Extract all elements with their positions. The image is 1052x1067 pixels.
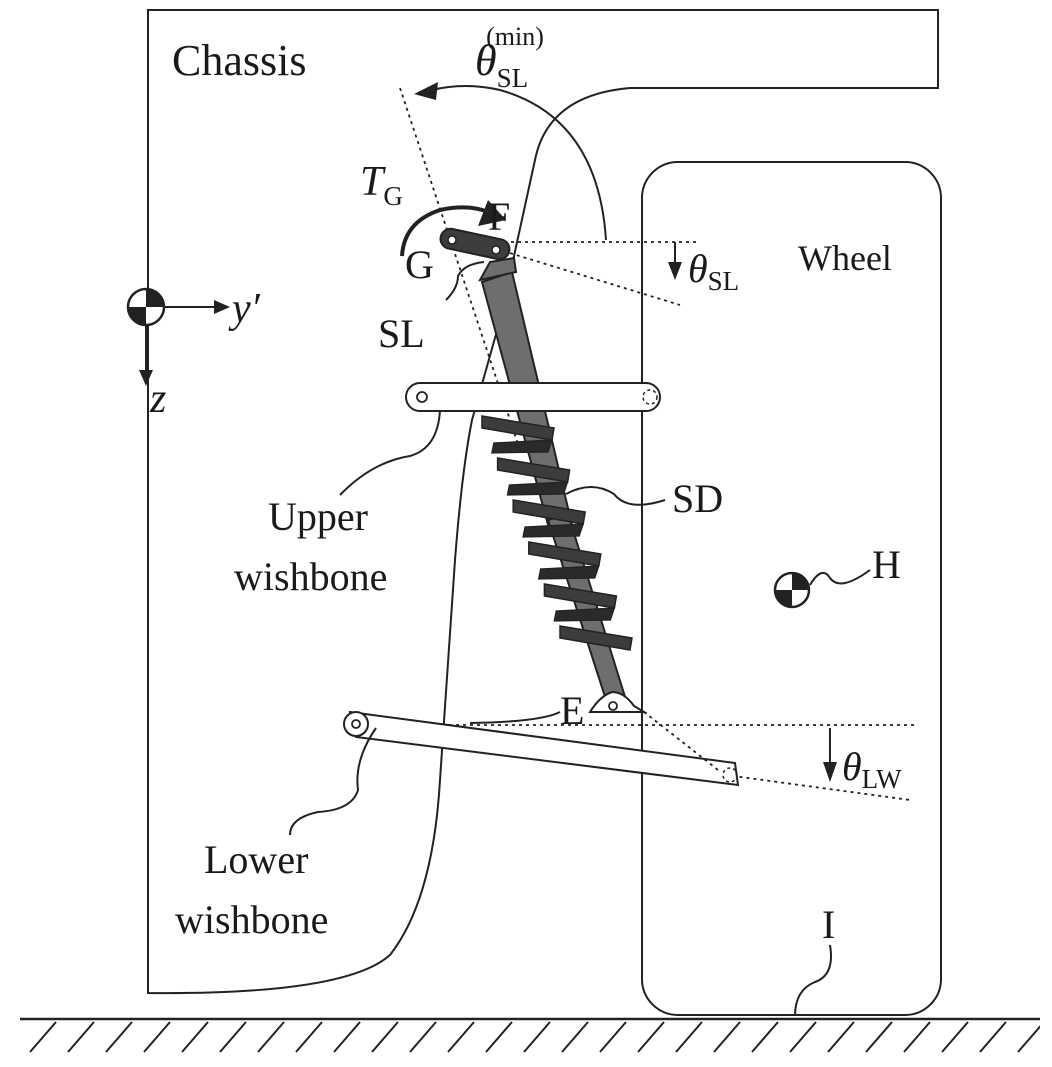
upper-wishbone-outer-joint	[642, 389, 658, 405]
sl-label: SL	[378, 311, 425, 356]
ground-hatch-mark	[979, 1021, 1007, 1053]
ground-hatch-mark	[713, 1021, 741, 1053]
ground-hatch-mark	[105, 1021, 133, 1053]
lower-wishbone-outer-joint	[722, 767, 738, 783]
ground-hatch-mark	[447, 1021, 475, 1053]
sd-label: SD	[672, 476, 723, 521]
ground-hatch-mark	[1017, 1025, 1040, 1053]
chassis-label: Chassis	[172, 36, 306, 85]
chassis-body	[147, 9, 939, 995]
ground-hatch-mark	[257, 1021, 285, 1053]
ground-hatch-mark	[409, 1021, 437, 1053]
point-i-label: I	[822, 902, 835, 947]
ground-hatch-mark	[599, 1021, 627, 1053]
upper-wishbone	[405, 382, 661, 412]
point-e-joint	[608, 701, 618, 711]
spring-coil-back	[553, 607, 616, 622]
lower-wishbone-label-line2: wishbone	[175, 897, 328, 942]
torque-tg-arc	[400, 205, 489, 257]
ground-hatch-mark	[485, 1021, 513, 1053]
leader-e	[469, 711, 561, 724]
torque-tg-label: TG	[360, 159, 403, 211]
leader-sd	[565, 486, 666, 506]
spring-coil-back	[522, 523, 585, 538]
ground-hatch-mark	[181, 1021, 209, 1053]
upper-wishbone-label-line1: Upper	[268, 494, 368, 539]
theta-sl-label: θSL	[688, 246, 739, 296]
ground-hatch-mark	[789, 1021, 817, 1053]
theta-lw-label: θLW	[842, 744, 902, 794]
ground-hatch-mark	[219, 1021, 247, 1053]
wheel-body	[641, 161, 942, 1016]
leader-h	[809, 569, 871, 586]
theta-lw-arrowhead	[823, 762, 837, 782]
ground-hatch-mark	[333, 1021, 361, 1053]
spring-coil-back	[506, 481, 569, 496]
spring-coil-back	[491, 439, 553, 454]
ground-hatch-mark	[903, 1021, 931, 1053]
y-axis-arrowhead	[214, 300, 230, 314]
spring-coils	[481, 415, 633, 651]
ground-hatch-mark	[675, 1021, 703, 1053]
ground-hatching	[29, 1021, 1040, 1053]
lower-wishbone	[348, 710, 740, 787]
ground-hatch-mark	[637, 1021, 665, 1053]
upper-wishbone-inner-joint	[416, 391, 428, 403]
ground-hatch-mark	[827, 1021, 855, 1053]
leader-upper-wishbone	[339, 409, 441, 496]
z-axis-label: z	[149, 376, 166, 422]
ground-hatch-mark	[143, 1021, 171, 1053]
wheel-label: Wheel	[798, 238, 892, 278]
ground-hatch-mark	[523, 1021, 551, 1053]
spring-damper-top-cap	[478, 256, 518, 282]
spring-coil	[559, 625, 633, 651]
point-h-label: H	[872, 542, 901, 587]
point-f-joint	[491, 245, 501, 255]
ground-hatch-mark	[295, 1021, 323, 1053]
lower-wishbone-label-line1: Lower	[204, 837, 308, 882]
torque-tg-arrowhead	[478, 200, 506, 226]
bracket-dashed-extension	[643, 711, 719, 771]
point-e-label: E	[560, 688, 584, 733]
z-axis-arrowhead	[139, 370, 153, 386]
ground-hatch-mark	[371, 1021, 399, 1053]
ground-hatch-mark	[751, 1021, 779, 1053]
coordinate-origin-symbol	[126, 287, 166, 327]
ground-hatch-mark	[865, 1021, 893, 1053]
upper-wishbone-label-line2: wishbone	[234, 554, 387, 599]
spring-coil-back	[537, 565, 600, 580]
lower-wishbone-inner-joint	[351, 719, 361, 729]
lower-wishbone-inner-end	[343, 711, 369, 737]
ground-hatch-mark	[941, 1021, 969, 1053]
point-f-label: F	[488, 194, 510, 239]
point-g-label: G	[405, 242, 434, 287]
ground-hatch-mark	[29, 1021, 57, 1053]
theta-sl-min-arc	[431, 85, 607, 241]
theta-sl-min-arrowhead	[414, 82, 438, 100]
damper-lower-bracket	[588, 690, 648, 713]
leader-lower-wishbone	[289, 727, 377, 836]
leader-i	[794, 944, 832, 1017]
y-axis-label: y′	[228, 286, 261, 332]
point-g-joint	[447, 235, 457, 245]
wheel-center-h-symbol	[773, 571, 811, 609]
leader-sl	[445, 261, 485, 301]
ground-hatch-mark	[561, 1021, 589, 1053]
theta-sl-arrowhead	[668, 262, 682, 280]
steering-link-angle-line	[489, 246, 681, 306]
theta-sl-min-label: θSL(min)	[475, 22, 544, 93]
ground-hatch-mark	[67, 1021, 95, 1053]
